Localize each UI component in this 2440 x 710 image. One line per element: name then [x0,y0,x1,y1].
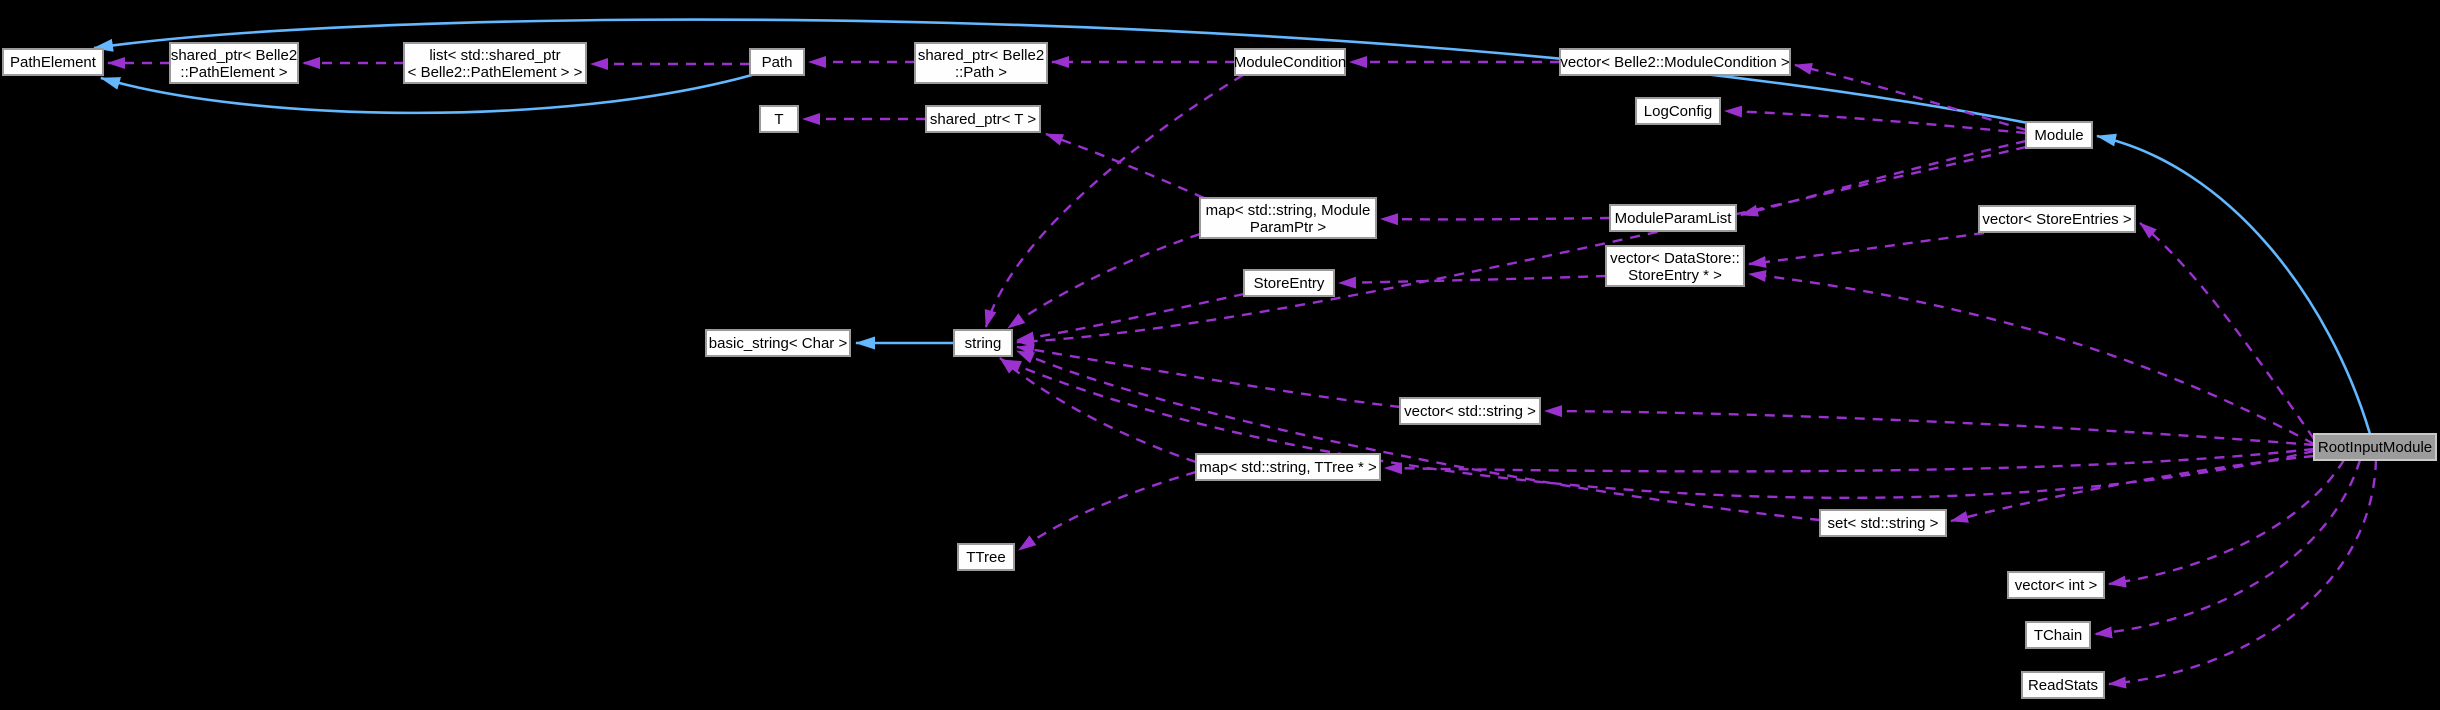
node-list-line1: list< std::shared_ptr [429,47,560,64]
node-map-moduleparamptr[interactable]: map< std::string, Module ParamPtr > [1199,197,1377,239]
edge-mapstringttree-to-string [999,357,1197,464]
edge-rootinputmodule-to-mapstringttree [1384,447,2315,475]
node-ttree[interactable]: TTree [957,543,1015,571]
node-shared-ptr-path-line1: shared_ptr< Belle2 [918,47,1044,64]
node-shared-ptr-t[interactable]: shared_ptr< T > [925,105,1041,133]
node-modulecondition[interactable]: ModuleCondition [1234,48,1347,76]
node-string[interactable]: string [953,329,1013,357]
edge-vectorstoreentries-to-vectordatastore [1748,231,1985,268]
edge-module-to-string [1016,145,2027,348]
node-shared-ptr-pathelement-line2: ::PathElement > [180,64,287,81]
node-pathelement[interactable]: PathElement [2,48,104,76]
node-basic-string-label: basic_string< Char > [709,335,848,352]
node-set-string-label: set< std::string > [1828,515,1939,532]
node-vector-datastore-line1: vector< DataStore:: [1610,250,1740,267]
node-shared-ptr-t-label: shared_ptr< T > [930,111,1036,128]
node-vector-modulecondition-label: vector< Belle2::ModuleCondition > [1560,54,1790,71]
edge-rootinputmodule-to-vectorstoreentries [2139,222,2315,440]
node-vector-storeentries-label: vector< StoreEntries > [1982,211,2131,228]
node-layer: PathElement shared_ptr< Belle2 ::PathEle… [2,42,2437,699]
node-shared-ptr-path[interactable]: shared_ptr< Belle2 ::Path > [914,42,1048,84]
node-moduleparamlist-label: ModuleParamList [1615,210,1733,227]
edge-rootinputmodule-to-module [2096,133,2372,435]
edge-module-to-moduleparamlist [1740,139,2027,217]
node-rootinputmodule[interactable]: RootInputModule [2313,433,2437,461]
node-pathelement-label: PathElement [10,54,97,71]
node-path-label: Path [762,54,793,71]
node-vector-modulecondition[interactable]: vector< Belle2::ModuleCondition > [1559,48,1791,76]
node-vector-string-label: vector< std::string > [1404,403,1536,420]
edge-module-to-pathelement [93,18,2029,125]
edge-mapmoduleparamptr-to-string [1007,232,1201,329]
edge-storeentry-to-string [1016,292,1245,344]
node-shared-ptr-path-line2: ::Path > [955,64,1007,81]
node-logconfig-label: LogConfig [1644,103,1712,120]
node-module[interactable]: Module [2025,121,2093,149]
node-vector-storeentries[interactable]: vector< StoreEntries > [1978,205,2136,233]
edge-rootinputmodule-to-setstring [1950,454,2315,523]
node-t[interactable]: T [759,105,799,133]
node-basic-string[interactable]: basic_string< Char > [705,329,851,357]
node-map-moduleparamptr-line2: ParamPtr > [1250,219,1327,236]
node-module-label: Module [2034,127,2083,144]
node-vector-int[interactable]: vector< int > [2007,571,2105,599]
node-readstats[interactable]: ReadStats [2021,671,2105,699]
node-t-label: T [774,111,783,128]
node-shared-ptr-pathelement[interactable]: shared_ptr< Belle2 ::PathElement > [169,42,299,84]
node-ttree-label: TTree [966,549,1005,566]
node-string-label: string [965,335,1002,352]
edge-module-to-logconfig [1724,105,2027,135]
node-tchain[interactable]: TChain [2025,621,2091,649]
edge-modulecondition-to-string [984,73,1244,328]
node-readstats-label: ReadStats [2028,677,2098,694]
edge-path-to-pathelement [100,73,753,115]
node-map-string-ttree-label: map< std::string, TTree * > [1199,459,1377,476]
edge-layer [93,18,2378,689]
node-vector-datastore-storeentry[interactable]: vector< DataStore:: StoreEntry * > [1605,245,1745,287]
node-shared-ptr-pathelement-line1: shared_ptr< Belle2 [171,47,297,64]
node-vector-string[interactable]: vector< std::string > [1399,397,1541,425]
node-vector-datastore-line2: StoreEntry * > [1628,267,1722,284]
node-set-string[interactable]: set< std::string > [1819,509,1947,537]
edge-vectorstring-to-string [1016,343,1401,409]
edge-moduleparamlist-to-mapmoduleparamptr [1380,213,1611,226]
node-logconfig[interactable]: LogConfig [1635,97,1721,125]
node-modulecondition-label: ModuleCondition [1234,54,1347,71]
node-storeentry-label: StoreEntry [1254,275,1325,292]
edge-rootinputmodule-to-vectorstring [1544,405,2315,447]
edge-rootinputmodule-to-readstats [2108,459,2378,689]
edge-rootinputmodule-to-vectorint [2108,459,2346,588]
node-path[interactable]: Path [749,48,805,76]
edge-module-to-vectormodulecondition [1794,63,2027,132]
node-tchain-label: TChain [2034,627,2082,644]
node-moduleparamlist[interactable]: ModuleParamList [1609,204,1737,232]
node-rootinputmodule-label: RootInputModule [2318,439,2432,456]
edge-vectordatastore-to-storeentry [1338,274,1607,289]
node-map-string-ttree[interactable]: map< std::string, TTree * > [1195,453,1381,481]
edge-mapmoduleparamptr-to-sharedptrt [1045,132,1205,200]
node-vector-int-label: vector< int > [2015,577,2098,594]
edge-rootinputmodule-to-vectordatastore [1748,270,2315,446]
node-list-shared-ptr-pathelement[interactable]: list< std::shared_ptr < Belle2::PathElem… [403,42,587,84]
edge-mapstringttree-to-ttree [1018,470,1197,551]
node-storeentry[interactable]: StoreEntry [1243,269,1335,297]
node-list-line2: < Belle2::PathElement > > [408,64,583,81]
edge-rootinputmodule-to-tchain [2094,459,2362,639]
node-map-moduleparamptr-line1: map< std::string, Module [1206,202,1371,219]
